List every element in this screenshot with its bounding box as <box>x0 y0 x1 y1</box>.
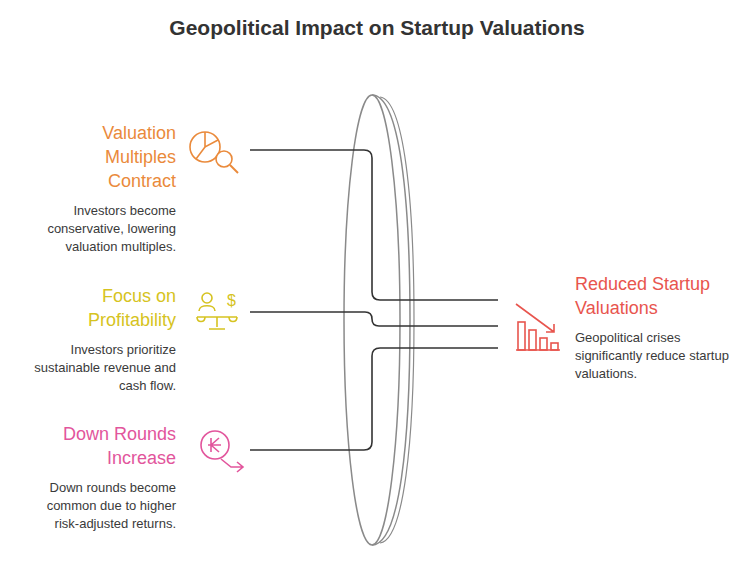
text-node: Valuation Multiples ContractInvestors be… <box>20 121 248 256</box>
diagram-title: Geopolitical Impact on Startup Valuation… <box>0 16 754 40</box>
node-icon <box>197 427 249 477</box>
node-heading: Valuation Multiples Contract <box>54 121 176 193</box>
node-heading: Down Rounds Increase <box>54 422 176 470</box>
svg-text:$: $ <box>227 292 236 309</box>
node-icon <box>187 125 243 177</box>
connector-line <box>250 348 498 450</box>
text-node: $ Focus on ProfitabilityInvestors priorit… <box>20 284 248 395</box>
node-description: Down rounds become common due to higher … <box>20 479 176 533</box>
node-heading: Focus on Profitability <box>54 284 176 332</box>
node-description: Investors prioritize sustainable revenue… <box>20 341 176 395</box>
text-node: Reduced Startup ValuationsGeopolitical c… <box>500 272 735 383</box>
connector-line <box>250 150 498 300</box>
node-icon <box>514 302 564 354</box>
node-description: Investors become conservative, lowering … <box>20 202 176 256</box>
node-icon: $ <box>193 289 243 335</box>
connector-line <box>250 312 498 326</box>
node-description: Geopolitical crises significantly reduce… <box>575 329 733 383</box>
node-heading: Reduced Startup Valuations <box>575 272 733 320</box>
text-node: Down Rounds IncreaseDown rounds become c… <box>20 422 248 533</box>
